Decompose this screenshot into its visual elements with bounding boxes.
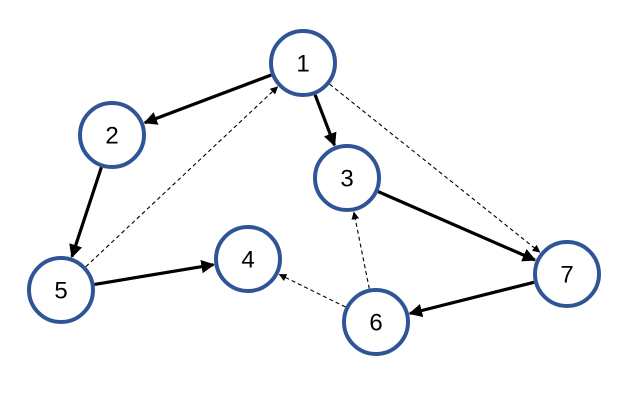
node-4: 4 (214, 225, 282, 293)
edge-5-to-4 (94, 260, 215, 286)
edge-1-to-3 (313, 94, 337, 147)
node-circle (214, 225, 282, 293)
node-label: 6 (369, 310, 382, 337)
edge-2-to-5 (69, 166, 103, 259)
node-1: 1 (269, 29, 337, 97)
edge-7-to-6 (408, 280, 535, 318)
node-circle (313, 144, 381, 212)
edge-6-to-4 (278, 274, 346, 308)
node-circle (27, 256, 95, 324)
edge-5-to-1 (85, 86, 279, 268)
edge-1-to-2 (143, 73, 272, 125)
node-2: 2 (78, 101, 146, 169)
node-7: 7 (533, 240, 601, 308)
node-label: 2 (105, 123, 118, 150)
node-label: 5 (54, 278, 67, 305)
edges (69, 73, 541, 318)
node-3: 3 (313, 144, 381, 212)
node-circle (78, 101, 146, 169)
node-5: 5 (27, 256, 95, 324)
node-circle (533, 240, 601, 308)
node-label: 1 (296, 51, 309, 78)
node-circle (342, 288, 410, 356)
node-label: 3 (340, 166, 353, 193)
nodes: 1 2 3 4 5 6 7 (27, 29, 601, 356)
edge-1-to-7 (329, 83, 541, 253)
node-6: 6 (342, 288, 410, 356)
node-label: 4 (241, 247, 254, 274)
edge-6-to-3 (351, 211, 370, 289)
node-circle (269, 29, 337, 97)
node-label: 7 (560, 262, 573, 289)
edge-3-to-7 (377, 190, 537, 262)
